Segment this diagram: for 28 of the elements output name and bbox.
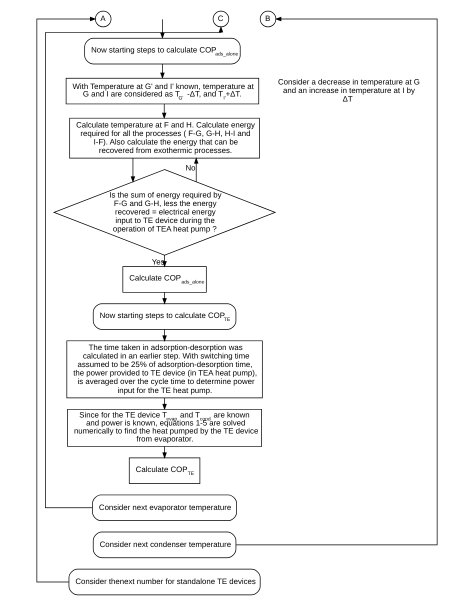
node-circle: B — [260, 10, 276, 28]
node-box: Calculate COP$_{TE}$ — [128, 457, 200, 484]
node-box: Calculate temperature at F and H. Calculate energy required for all the processes ( F-G, G-H, H-I and I-F). Also calculate the energy that can be recovered from exothermic processes. — [69, 118, 260, 159]
arrow — [236, 16, 438, 546]
node-box: Consider next condenser temperature — [92, 532, 236, 558]
arrow — [194, 157, 198, 182]
arrow — [160, 64, 165, 80]
arrow — [36, 16, 96, 582]
arrow — [130, 158, 136, 183]
node-circle: C — [212, 10, 230, 28]
node-box: The time taken in adsorption-desorption was calculated in an earlier step. With switching time assumed to be 25% of adsorption-desorption time, the power provided to TE device (in TEA heat pump), is averaged over the cycle time to determine power input for the TE heat pump. — [66, 340, 263, 398]
arrow — [160, 19, 165, 40]
node-box: Consider next evaporator temperature — [92, 494, 237, 521]
arrow — [162, 329, 167, 342]
label: Consider a decrease in temperature at G and an increase in temperature at I by ΔT — [278, 78, 420, 104]
node-box: Consider thenext number for standalone TE devices — [68, 568, 261, 596]
arrow — [162, 398, 167, 410]
node-circle: A — [95, 10, 112, 28]
node-box: Now starting steps to calculate COP$_{TE}$ — [92, 303, 236, 330]
arrow — [45, 26, 224, 508]
node-box: Now starting steps to calculate COP$_{ads_alone}$ — [84, 38, 241, 64]
node-box: With Temperature at G' and I' known, temperature at G and I are considered as T$_{G'}$ -ΔT, and T$_{I'}$+ΔT. — [66, 78, 260, 104]
node-diamond: Is the sum of energy required by F-G and G-H, less the energy recovered = electrical energy input to TE device during the operation of TEA heat pump ? — [52, 169, 276, 256]
arrow — [162, 104, 166, 120]
arrow — [162, 446, 167, 459]
node-box: Since for the TE device T$_{evap}$ and T$_{cond}$ are known and power is known, equations 1-5 are solved numerically to find the heat pumped by the TE device from evaporator. — [67, 408, 262, 447]
node-box: Calculate COP$_{ads_alone}$ — [122, 266, 207, 293]
arrow — [162, 292, 167, 305]
